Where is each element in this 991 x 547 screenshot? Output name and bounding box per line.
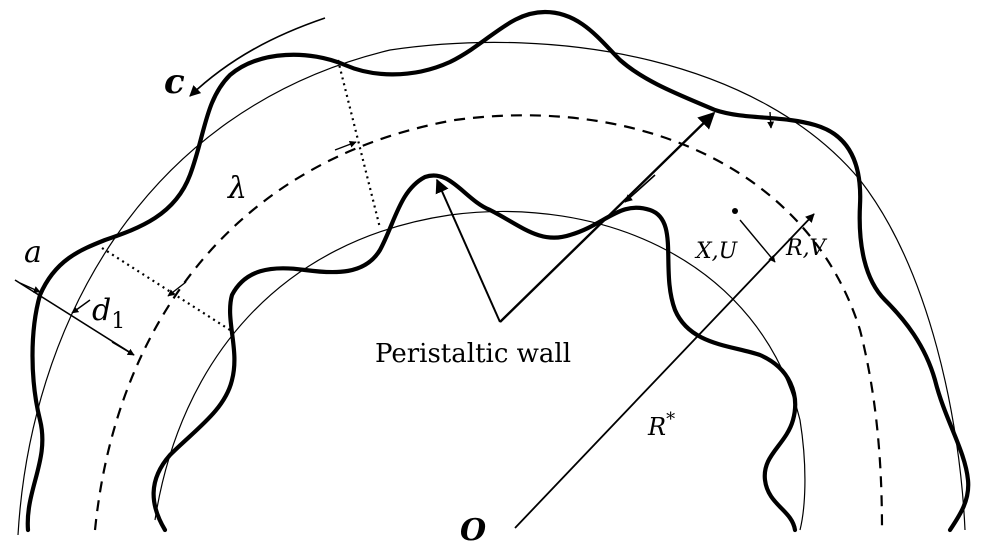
- wall-pointer-left: [435, 178, 501, 323]
- half-width-label: d1: [92, 293, 125, 334]
- radius-label-superscript: *: [666, 409, 675, 430]
- origin-label: O: [460, 513, 486, 547]
- amplitude-arrow-outer: [19, 282, 41, 293]
- wavelength-dotted-line-lower: [101, 247, 231, 331]
- wavelength-dotted-line-upper: [336, 59, 382, 229]
- centerline-dashed-arc: [93, 114, 884, 531]
- wavelength-arrow-upper: [334, 140, 357, 151]
- radial-coordinate-label: R,V: [785, 236, 828, 261]
- inner-mean-arc: [154, 210, 806, 531]
- half-width-arrow: [111, 341, 135, 356]
- wall-pointer-right: [499, 111, 716, 323]
- wavelength-label: λ: [227, 171, 247, 206]
- half-width-label-base: d: [92, 293, 111, 328]
- outer-wall-tick-arrow: [767, 111, 775, 129]
- amplitude-label: a: [24, 235, 42, 270]
- axial-direction-arrow: [739, 219, 776, 263]
- wall-pointer-back-arrow: [624, 174, 656, 203]
- centerline-point: [732, 208, 738, 214]
- wave-speed-arrow: [189, 17, 326, 97]
- peristaltic-wall-label: Peristaltic wall: [375, 339, 571, 369]
- axial-coordinate-label: X,U: [694, 239, 739, 264]
- outer-peristaltic-wall: [25, 9, 971, 533]
- outer-mean-arc: [17, 41, 966, 536]
- radius-label-base: R: [647, 413, 666, 441]
- inner-peristaltic-wall: [151, 173, 798, 533]
- half-width-label-subscript: 1: [111, 309, 125, 334]
- wave-speed-label: c: [164, 62, 185, 102]
- amplitude-arrow-inner: [71, 299, 91, 314]
- radius-label: R*: [647, 409, 675, 441]
- radial-axis-line: [514, 213, 815, 529]
- wavelength-arrow-lower: [167, 281, 187, 297]
